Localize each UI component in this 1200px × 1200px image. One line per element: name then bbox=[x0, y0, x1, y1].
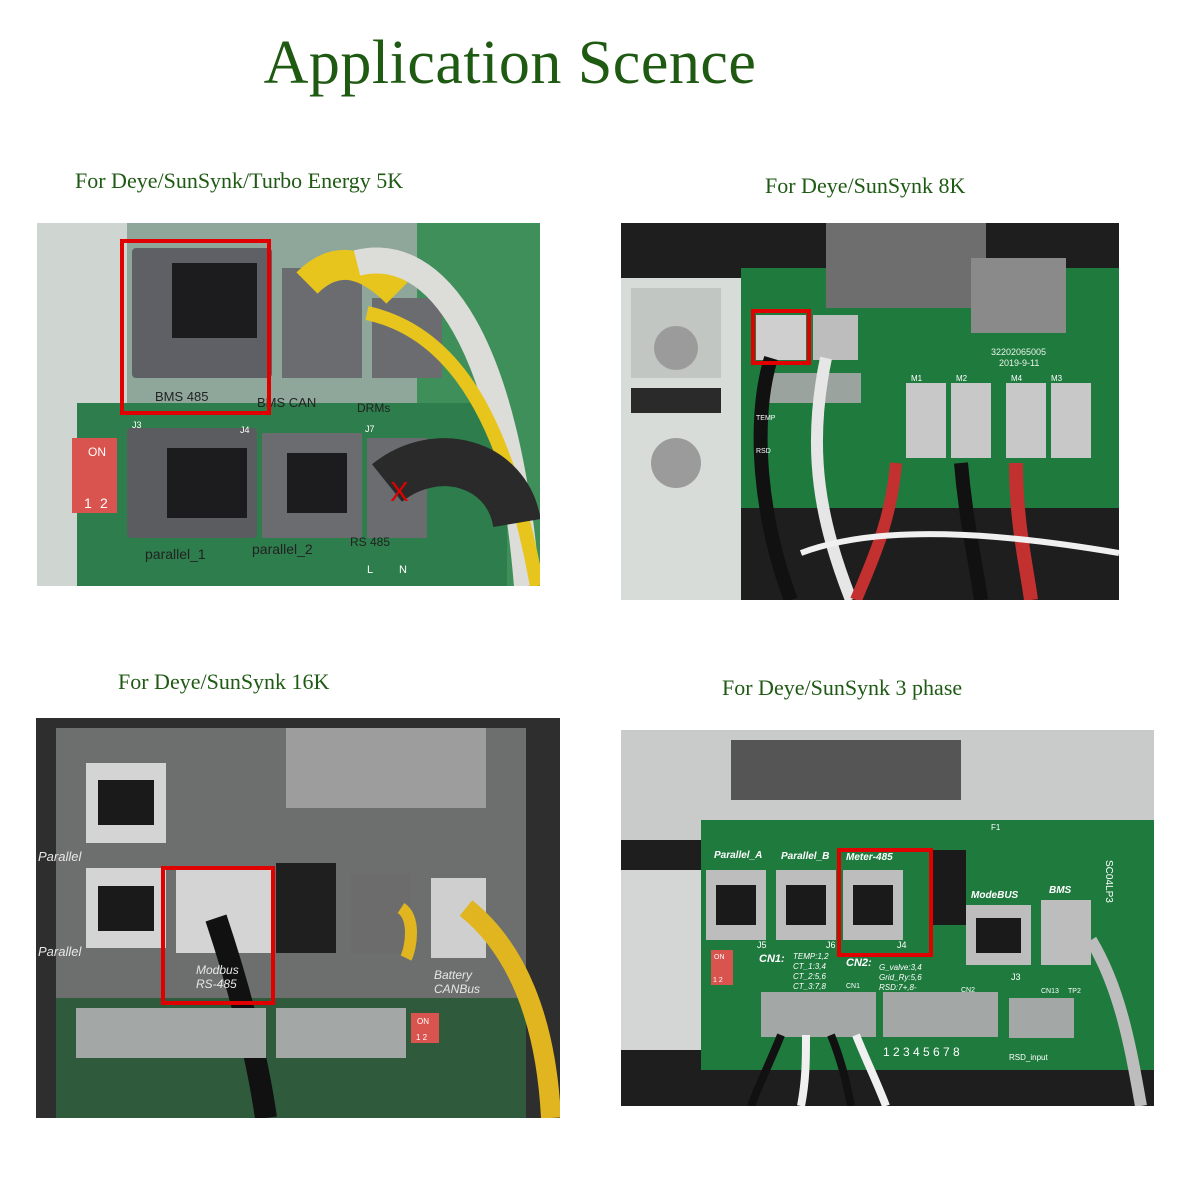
photo-3phase: Parallel_A Parallel_B Meter-485 ModeBUS … bbox=[621, 730, 1154, 1106]
text-f1: F1 bbox=[991, 823, 1001, 832]
text-tp2: TP2 bbox=[1068, 988, 1081, 995]
board-temp: TEMP bbox=[756, 415, 776, 422]
board-m3: M3 bbox=[1051, 374, 1063, 383]
photo-16k: Parallel Parallel Modbus RS-485 Battery … bbox=[36, 718, 560, 1118]
label-rs485: RS 485 bbox=[350, 535, 390, 549]
text-cn1-header: CN1: bbox=[759, 953, 785, 965]
label-parallel2: parallel_2 bbox=[252, 541, 313, 557]
label-parallel-bottom: Parallel bbox=[38, 944, 82, 959]
label-n: N bbox=[399, 564, 407, 576]
text-temp: TEMP:1,2 bbox=[793, 952, 829, 961]
text-rsd-input: RSD_input bbox=[1009, 1053, 1048, 1062]
port-bms: BMS bbox=[1049, 885, 1072, 896]
text-3p-on: ON bbox=[714, 954, 725, 961]
photo-8k-svg: 32202065005 2019-9-11 M1 M2 M3 M4 TEMP R… bbox=[621, 223, 1119, 600]
text-ct1: CT_1:3,4 bbox=[793, 962, 826, 971]
text-cn2-header: CN2: bbox=[846, 957, 872, 969]
board-m2: M2 bbox=[956, 374, 968, 383]
label-canbus: CANBus bbox=[434, 982, 480, 996]
port-parallel-b: Parallel_B bbox=[781, 851, 829, 862]
text-gridry: Grid_Ry:5,6 bbox=[879, 973, 922, 982]
label-rs485: RS-485 bbox=[196, 977, 237, 991]
photo-3phase-svg: Parallel_A Parallel_B Meter-485 ModeBUS … bbox=[621, 730, 1154, 1106]
highlight-meter485 bbox=[837, 848, 933, 957]
board-m1: M1 bbox=[911, 374, 923, 383]
photo-5k: BMS 485 BMS CAN DRMs parallel_1 parallel… bbox=[37, 223, 540, 586]
label-l: L bbox=[367, 564, 373, 576]
conn-j5: J5 bbox=[757, 940, 767, 950]
text-cn2: CN2 bbox=[961, 987, 975, 994]
label-modbus: Modbus bbox=[196, 963, 239, 977]
photo-8k: 32202065005 2019-9-11 M1 M2 M3 M4 TEMP R… bbox=[621, 223, 1119, 600]
label-on: ON bbox=[88, 445, 106, 459]
text-gvalve: G_valve:3,4 bbox=[879, 963, 922, 972]
conn-j6: J6 bbox=[826, 940, 836, 950]
board-m4: M4 bbox=[1011, 374, 1023, 383]
port-meter485: Meter-485 bbox=[846, 852, 893, 863]
text-ct2: CT_2:5,6 bbox=[793, 972, 826, 981]
label-drms: DRMs bbox=[357, 401, 390, 415]
photo-5k-svg: BMS 485 BMS CAN DRMs parallel_1 parallel… bbox=[37, 223, 540, 586]
label-j3: J3 bbox=[132, 420, 142, 430]
highlight-bms485 bbox=[120, 239, 271, 415]
label-bms485: BMS 485 bbox=[155, 389, 208, 404]
label-battery: Battery bbox=[434, 968, 473, 982]
label-bmscan: BMS CAN bbox=[257, 395, 316, 410]
label-j7: J7 bbox=[365, 424, 375, 434]
conn-j3: J3 bbox=[1011, 972, 1021, 982]
caption-8k: For Deye/SunSynk 8K bbox=[765, 173, 966, 198]
label-sw1: 1 bbox=[84, 495, 92, 511]
text-rsd: RSD:7+,8- bbox=[879, 983, 917, 992]
conn-j4: J4 bbox=[897, 940, 907, 950]
board-rsd: RSD bbox=[756, 448, 771, 455]
label-16k-12: 1 2 bbox=[416, 1033, 428, 1042]
label-16k-on: ON bbox=[417, 1017, 429, 1026]
caption-16k: For Deye/SunSynk 16K bbox=[118, 669, 330, 694]
port-parallel-a: Parallel_A bbox=[714, 850, 762, 861]
text-ct3: CT_3:7,8 bbox=[793, 982, 826, 991]
board-date: 2019-9-11 bbox=[999, 358, 1039, 368]
highlight-8k-port bbox=[751, 309, 811, 365]
text-cn13: CN13 bbox=[1041, 988, 1059, 995]
caption-3phase: For Deye/SunSynk 3 phase bbox=[722, 675, 963, 700]
text-cn1: CN1 bbox=[846, 983, 860, 990]
highlight-modbus bbox=[161, 866, 275, 1005]
text-3p-12: 1 2 bbox=[713, 977, 723, 984]
port-modebus: ModeBUS bbox=[971, 890, 1019, 901]
text-terminal-numbers: 1 2 3 4 5 6 7 8 bbox=[883, 1045, 960, 1059]
label-j4: J4 bbox=[240, 425, 250, 435]
text-board-code: SC04LP3 bbox=[1103, 860, 1114, 903]
page-title: Application Scence bbox=[263, 29, 757, 97]
label-parallel-top: Parallel bbox=[38, 849, 82, 864]
board-serial: 32202065005 bbox=[991, 347, 1046, 357]
label-parallel1: parallel_1 bbox=[145, 546, 206, 562]
label-sw2: 2 bbox=[100, 495, 108, 511]
x-mark: X bbox=[390, 476, 409, 507]
caption-5k: For Deye/SunSynk/Turbo Energy 5K bbox=[75, 168, 404, 193]
photo-16k-svg: Parallel Parallel Modbus RS-485 Battery … bbox=[36, 718, 560, 1118]
